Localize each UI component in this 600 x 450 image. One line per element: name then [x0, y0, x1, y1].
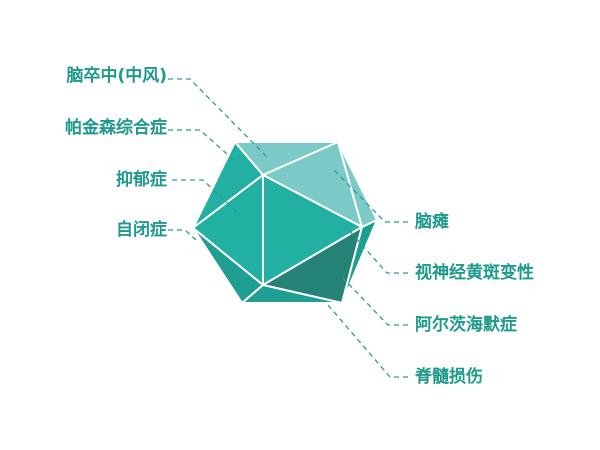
label-macular-degeneration: 视神经黄斑变性 [415, 263, 534, 283]
label-parkinsons: 帕金森综合症 [65, 118, 167, 138]
leader-line-right-4 [327, 304, 408, 378]
face-right-lower-strip [341, 219, 378, 304]
leader-line-right-1 [331, 167, 408, 223]
leader-line-left-2 [168, 129, 237, 163]
label-alzheimers: 阿尔茨海默症 [415, 315, 517, 335]
label-autism: 自闭症 [116, 220, 167, 240]
leader-line-right-2 [344, 225, 408, 274]
leader-line-left-4 [168, 229, 197, 241]
label-spinal-cord-injury: 脊髓损伤 [415, 367, 483, 387]
leader-line-right-3 [339, 274, 408, 326]
face-bottom [241, 284, 343, 304]
leader-line-left-1 [168, 78, 269, 159]
label-stroke: 脑卒中(中风) [66, 66, 167, 86]
label-depression: 抑郁症 [116, 170, 167, 190]
leader-line-left-3 [172, 179, 238, 213]
label-cerebral-palsy: 脑瘫 [415, 212, 449, 232]
